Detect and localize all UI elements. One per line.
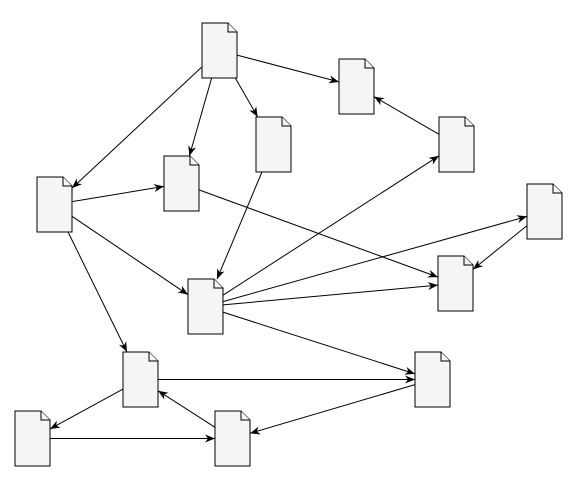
- document-icon: [163, 155, 200, 212]
- edge-n1-to-n3: [234, 77, 259, 118]
- document-fold-corner: [227, 23, 237, 33]
- document-node-n8[interactable]: [437, 255, 474, 312]
- document-node-n14[interactable]: [214, 410, 251, 467]
- document-fold-corner: [440, 352, 450, 362]
- document-icon: [14, 410, 51, 467]
- document-node-n5[interactable]: [36, 176, 73, 233]
- edge-n1-to-n4: [188, 77, 213, 157]
- edge-n5-to-n11: [67, 231, 128, 353]
- edge-n14-to-n11: [157, 390, 216, 428]
- document-icon: [122, 351, 159, 408]
- edge-n7-to-n8: [472, 225, 528, 270]
- nodes-layer: [14, 22, 563, 467]
- edge-n9-to-n6: [222, 155, 440, 296]
- document-fold-corner: [552, 184, 562, 194]
- document-fold-corner: [463, 256, 473, 266]
- document-icon: [201, 22, 238, 79]
- edge-n12-to-n14: [249, 384, 416, 435]
- document-fold-corner: [240, 411, 250, 421]
- edge-n5-to-n4: [71, 184, 165, 203]
- document-icon: [255, 116, 292, 173]
- document-icon: [36, 176, 73, 233]
- document-icon: [338, 58, 375, 115]
- document-fold-corner: [148, 352, 158, 362]
- document-fold-corner: [40, 411, 50, 421]
- document-icon: [437, 255, 474, 312]
- document-fold-corner: [464, 117, 474, 127]
- document-fold-corner: [62, 177, 72, 187]
- document-icon: [414, 351, 451, 408]
- document-node-n13[interactable]: [14, 410, 51, 467]
- document-node-n3[interactable]: [255, 116, 292, 173]
- document-fold-corner: [364, 59, 374, 69]
- edge-n1-to-n2: [236, 54, 340, 84]
- document-node-n2[interactable]: [338, 58, 375, 115]
- document-icon: [438, 116, 475, 173]
- document-fold-corner: [281, 117, 291, 127]
- document-node-n4[interactable]: [163, 155, 200, 212]
- edge-n6-to-n2: [373, 96, 440, 135]
- document-fold-corner: [189, 156, 199, 166]
- document-node-n7[interactable]: [526, 183, 563, 240]
- document-node-n6[interactable]: [438, 116, 475, 173]
- edge-n9-to-n12: [222, 311, 416, 375]
- document-icon: [187, 278, 224, 335]
- document-icon: [214, 410, 251, 467]
- document-node-n11[interactable]: [122, 351, 159, 408]
- document-icon: [526, 183, 563, 240]
- document-fold-corner: [213, 279, 223, 289]
- edge-n5-to-n9: [71, 215, 189, 296]
- edge-n9-to-n7: [222, 215, 528, 303]
- edges-layer: [49, 54, 528, 443]
- edge-n11-to-n13: [49, 388, 124, 430]
- document-node-n12[interactable]: [414, 351, 451, 408]
- document-node-n1[interactable]: [201, 22, 238, 79]
- edge-n1-to-n5: [71, 66, 203, 189]
- edge-n9-to-n8: [222, 282, 439, 306]
- document-node-n9[interactable]: [187, 278, 224, 335]
- edge-n3-to-n9: [216, 171, 263, 280]
